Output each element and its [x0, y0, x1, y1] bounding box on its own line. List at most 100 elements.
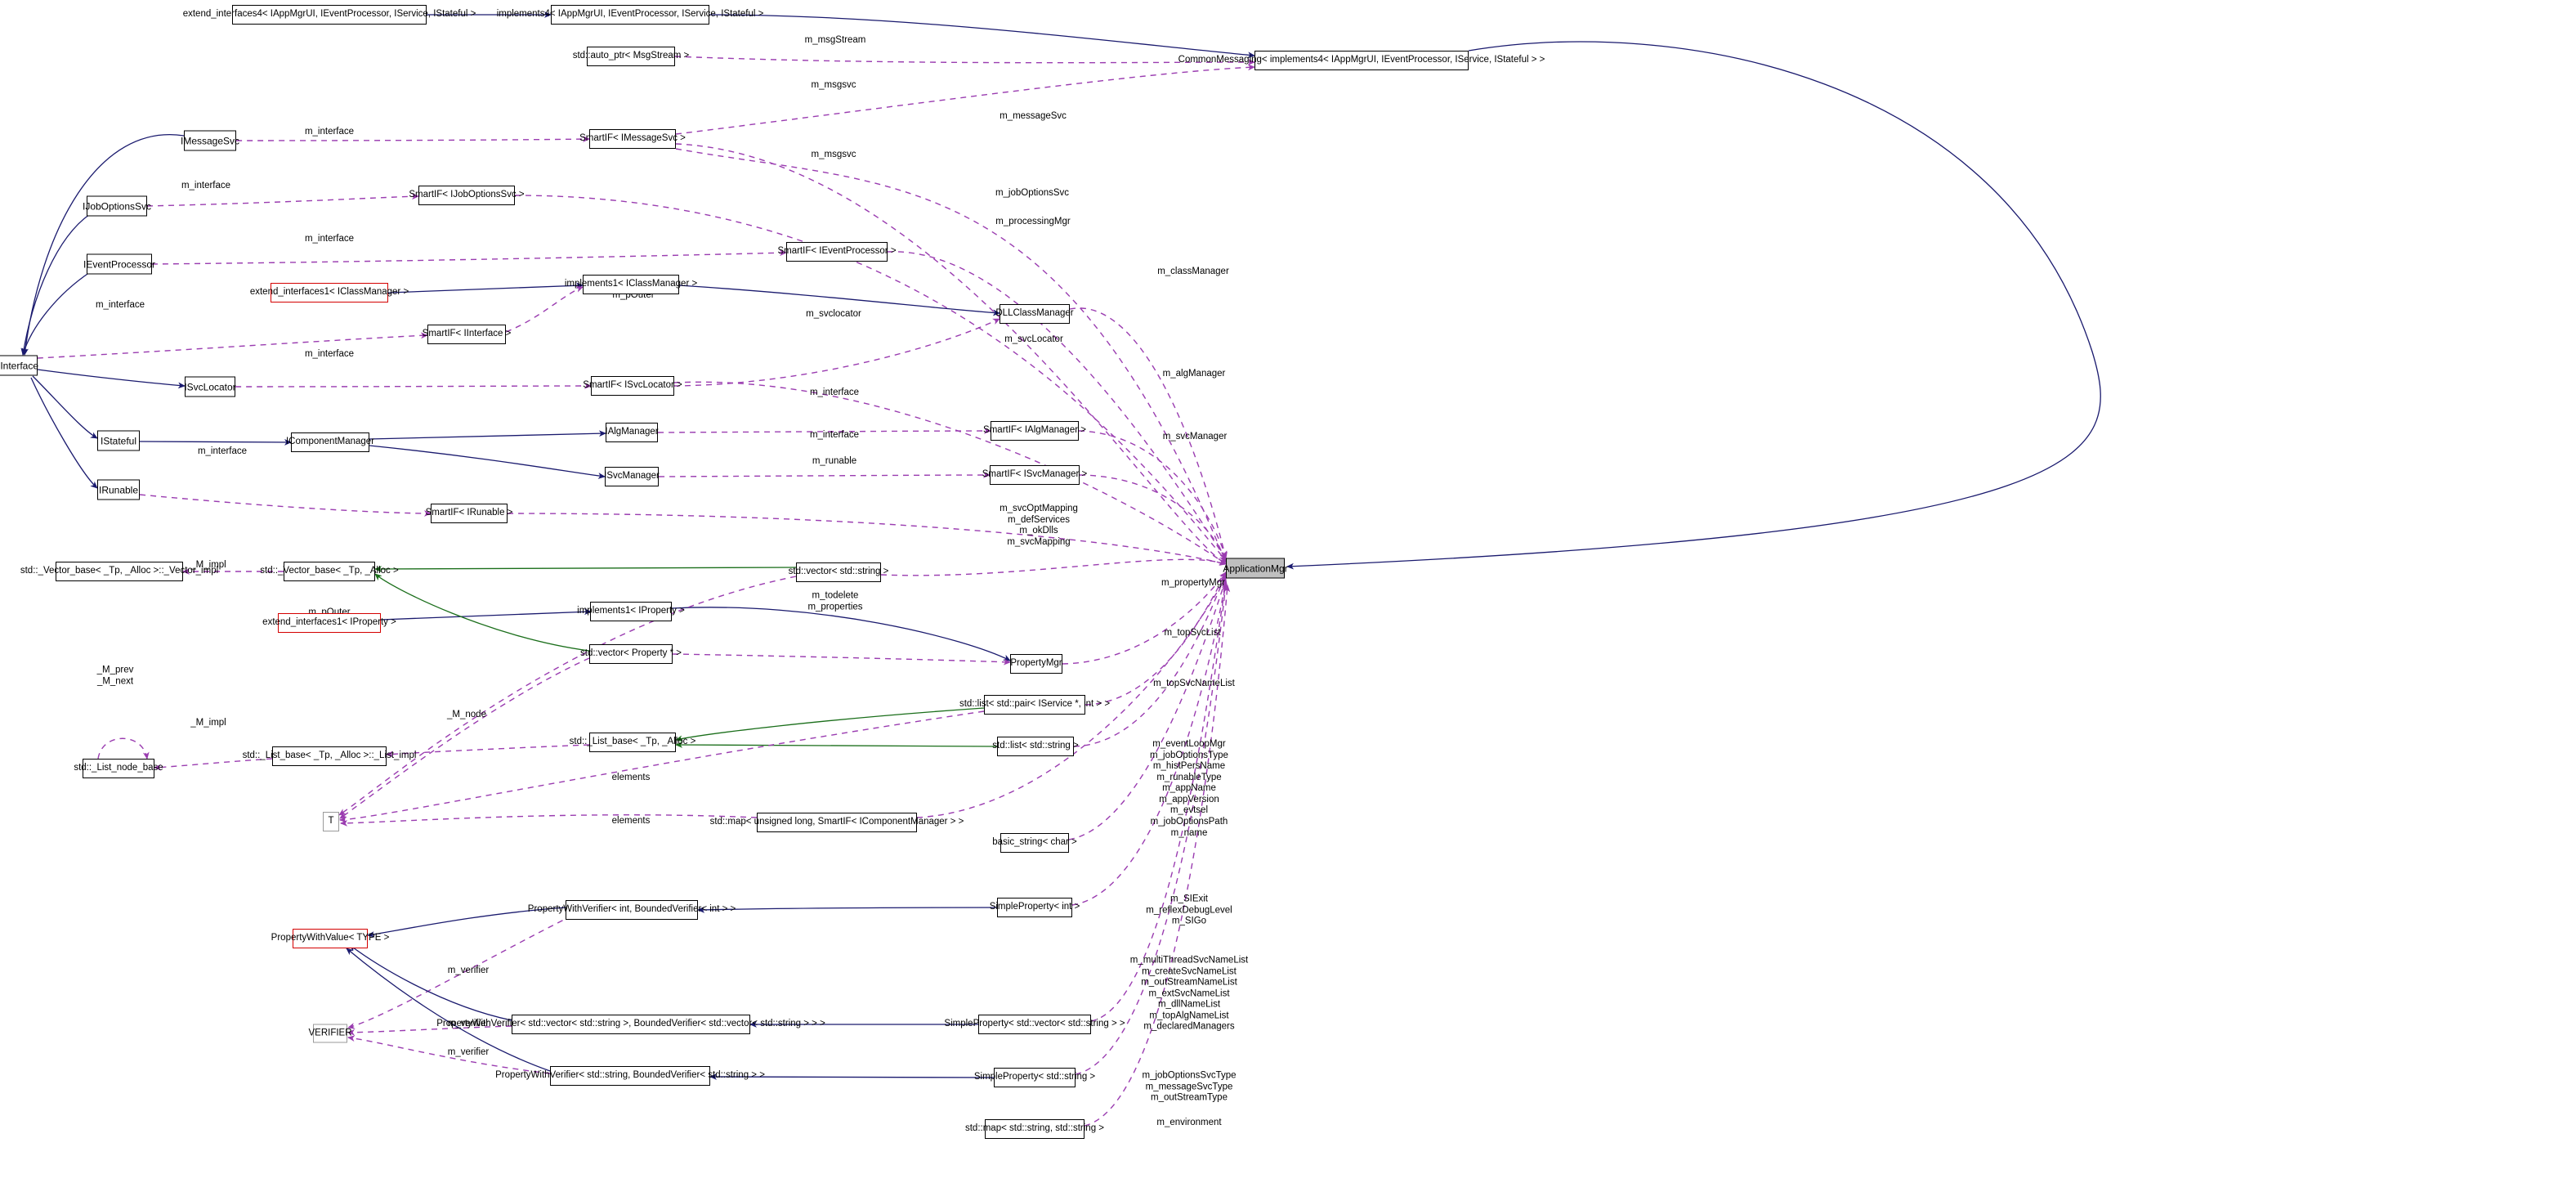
class-node[interactable]: PropertyMgr: [1010, 654, 1062, 674]
edge-inherit: [349, 944, 512, 1021]
class-node[interactable]: std::vector< Property * >: [580, 644, 682, 664]
edge-label: _M_node: [447, 710, 486, 720]
edge-inherit: [21, 271, 91, 356]
class-node[interactable]: SmartIF< IEventProcessor >: [777, 242, 897, 262]
edge-inherit: [387, 282, 584, 294]
class-node[interactable]: CommonMessaging< implements4< IAppMgrUI,…: [1178, 51, 1545, 70]
edge-label: m_verifier: [447, 1047, 490, 1058]
edge-label: elements: [611, 773, 651, 783]
edge-label: m_msgStream: [804, 35, 866, 46]
edge-use: [235, 136, 590, 143]
edge-use: [338, 576, 797, 816]
class-node[interactable]: std::_List_base< _Tp, _Alloc >: [570, 733, 695, 752]
edge-label: m_environment: [1156, 1118, 1222, 1128]
class-node[interactable]: basic_string< char >: [992, 833, 1077, 853]
class-node[interactable]: std::list< std::pair< IService *, int > …: [959, 695, 1110, 715]
class-node[interactable]: ISvcLocator: [184, 376, 236, 397]
edge-inherit: [369, 430, 606, 440]
edge-inherit: [671, 607, 1011, 661]
class-node[interactable]: SmartIF< IMessageSvc >: [579, 129, 686, 149]
edge-inherit: [22, 134, 185, 356]
edge-label: m_multiThreadSvcNameList m_createSvcName…: [1129, 955, 1249, 1032]
class-node[interactable]: std::map< std::string, std::string >: [965, 1119, 1104, 1139]
class-node[interactable]: IAlgManager: [605, 423, 659, 442]
class-node[interactable]: std::_List_base< _Tp, _Alloc >::_List_im…: [243, 746, 416, 766]
edge-inherit: [709, 14, 1255, 59]
class-node[interactable]: IMessageSvc: [181, 130, 239, 151]
class-node[interactable]: IComponentManager: [286, 432, 374, 452]
edge-label: _M_impl: [190, 560, 226, 571]
class-node[interactable]: PropertyWithValue< TYPE >: [271, 929, 389, 948]
edge-label: _M_impl: [190, 718, 226, 728]
edge-inherit: [697, 906, 998, 913]
edge-label: elements: [611, 816, 651, 827]
class-node[interactable]: SimpleProperty< std::string >: [974, 1068, 1095, 1087]
class-node[interactable]: SmartIF< ISvcLocator >: [583, 376, 682, 396]
class-node[interactable]: std::_Vector_base< _Tp, _Alloc >::_Vecto…: [20, 562, 218, 581]
class-node[interactable]: PropertyWithVerifier< std::vector< std::…: [436, 1015, 825, 1034]
class-node[interactable]: IJobOptionsSvc: [83, 195, 151, 217]
class-node[interactable]: ISvcManager: [604, 467, 660, 486]
edge-template: [374, 573, 590, 652]
class-node[interactable]: extend_interfaces1< IProperty >: [262, 613, 396, 633]
class-node[interactable]: implements1< IProperty >: [577, 602, 685, 621]
edge-label: m_topSvcList: [1164, 628, 1221, 639]
class-node[interactable]: SimpleProperty< int >: [990, 898, 1080, 917]
class-node[interactable]: extend_interfaces1< IClassManager >: [250, 283, 409, 302]
edge-label: m_eventLoopMgr m_jobOptionsType m_histPe…: [1150, 738, 1228, 838]
class-node[interactable]: SimpleProperty< std::vector< std::string…: [944, 1015, 1125, 1034]
edge-inherit: [139, 439, 292, 446]
class-node[interactable]: SmartIF< IRunable >: [426, 504, 512, 523]
class-node[interactable]: std::list< std::string >: [992, 737, 1079, 756]
edge-label: m_interface: [809, 430, 860, 441]
class-node[interactable]: std::auto_ptr< MsgStream >: [573, 47, 689, 66]
class-node[interactable]: VERIFIER: [308, 1024, 352, 1043]
class-node[interactable]: SmartIF< IInterface >: [423, 325, 511, 344]
class-node[interactable]: PropertyWithVerifier< int, BoundedVerifi…: [528, 900, 736, 920]
edge-use: [139, 494, 432, 517]
edge-use: [1073, 573, 1227, 747]
edge-label: m_interface: [809, 388, 860, 398]
class-node[interactable]: std::vector< std::string >: [789, 562, 888, 582]
class-node[interactable]: SmartIF< ISvcManager >: [982, 465, 1087, 485]
class-node[interactable]: SmartIF< IAlgManager >: [983, 421, 1086, 441]
edge-use: [505, 286, 584, 333]
class-node[interactable]: SmartIF< IJobOptionsSvc >: [409, 186, 525, 205]
edge-use: [235, 383, 592, 389]
edge-template: [675, 742, 998, 748]
class-node[interactable]: std::map< unsigned long, SmartIF< ICompo…: [710, 813, 964, 832]
edge-label: m_interface: [95, 300, 145, 311]
class-node[interactable]: DLLClassManager: [995, 304, 1074, 324]
class-node[interactable]: ApplicationMgr: [1223, 558, 1288, 579]
edge-inherit: [20, 213, 91, 356]
edge-label: m_svcOptMapping m_defServices m_okDlls m…: [1000, 503, 1078, 547]
class-node[interactable]: IRunable: [97, 479, 140, 500]
edge-use: [146, 193, 419, 207]
class-node[interactable]: implements1< IClassManager >: [565, 275, 697, 294]
edge-label: m_messageSvc: [1000, 111, 1067, 122]
class-node[interactable]: PropertyWithVerifier< std::string, Bound…: [495, 1066, 765, 1086]
edge-label: m_verifier: [447, 966, 490, 976]
edge-inherit: [32, 375, 98, 439]
edge-use: [1078, 430, 1228, 558]
edge-label: m_todelete m_properties: [807, 590, 863, 612]
class-node[interactable]: T: [323, 812, 339, 831]
class-node[interactable]: IInterface: [0, 355, 38, 376]
edge-template: [374, 566, 797, 572]
class-node[interactable]: std::_Vector_base< _Tp, _Alloc >: [260, 562, 399, 581]
edge-label: m_msgsvc: [811, 80, 856, 91]
class-node[interactable]: IEventProcessor: [83, 253, 155, 275]
edge-label: m_interface: [181, 181, 231, 191]
class-node[interactable]: implements4< IAppMgrUI, IEventProcessor,…: [497, 5, 763, 25]
edge-use: [675, 143, 1227, 565]
class-node[interactable]: IStateful: [97, 430, 140, 451]
edge-label: m_msgsvc: [811, 150, 856, 160]
edge-label: m_SIExit m_reflexDebugLevel m_SIGo: [1146, 894, 1232, 926]
edge-label: m_runable: [812, 456, 857, 467]
edge-use: [386, 744, 590, 758]
class-node[interactable]: std::_List_node_base: [74, 759, 163, 778]
class-node[interactable]: extend_interfaces4< IAppMgrUI, IEventPro…: [183, 5, 476, 25]
edge-use: [675, 148, 1227, 563]
edge-label: _M_prev _M_next: [96, 665, 134, 686]
edge-label: m_jobOptionsSvc: [995, 188, 1070, 199]
